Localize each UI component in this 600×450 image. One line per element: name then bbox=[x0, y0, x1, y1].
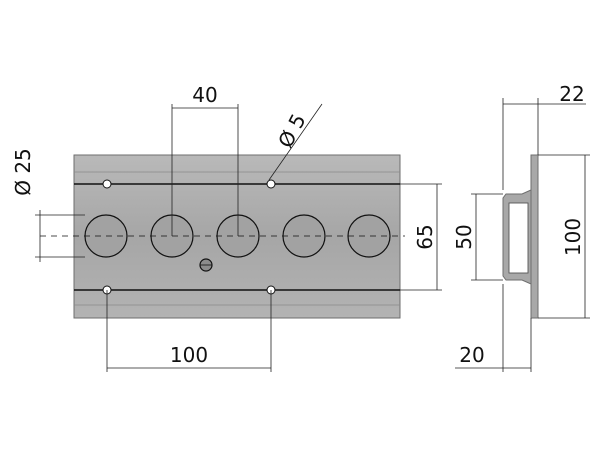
dimension-profile-depth: 22 bbox=[502, 82, 586, 190]
dimension-mount-spacing: 100 bbox=[106, 290, 272, 372]
side-view bbox=[502, 154, 539, 319]
hole-spacing-label: 40 bbox=[192, 83, 217, 107]
profile-height-label: 100 bbox=[561, 218, 585, 256]
mount-hole-top-left bbox=[102, 179, 112, 189]
profile-inner-height-label: 50 bbox=[452, 224, 476, 249]
dimension-profile-inner-height: 50 bbox=[452, 193, 503, 281]
profile-base-depth-label: 20 bbox=[459, 343, 484, 367]
profile-depth-label: 22 bbox=[559, 82, 584, 106]
mount-hole-top-right bbox=[266, 179, 276, 189]
row-spacing-label: 65 bbox=[413, 224, 437, 249]
profile-flange bbox=[530, 154, 539, 319]
profile-inner-slot bbox=[508, 202, 529, 274]
dimension-profile-height: 100 bbox=[538, 154, 590, 319]
small-hole-dia-label: Ø 5 bbox=[273, 110, 311, 152]
front-view bbox=[40, 154, 405, 319]
dimension-row-spacing: 65 bbox=[400, 183, 442, 291]
mount-spacing-label: 100 bbox=[170, 343, 208, 367]
dimension-hole-spacing: 40 bbox=[171, 83, 239, 236]
large-hole-dia-label: Ø 25 bbox=[11, 148, 35, 196]
dimension-profile-base-depth: 20 bbox=[455, 284, 532, 372]
dimension-large-hole: Ø 25 bbox=[11, 148, 85, 262]
